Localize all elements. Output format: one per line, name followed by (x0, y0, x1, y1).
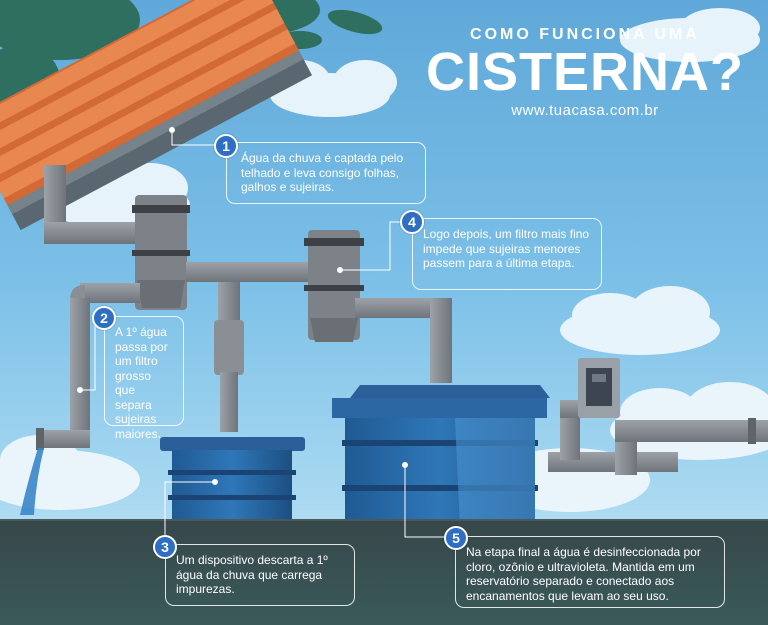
step-4-badge: 4 (400, 210, 424, 234)
step-2-box: A 1º água passa por um filtro grosso que… (104, 316, 184, 441)
fine-filter (304, 230, 364, 342)
step-1-box: Água da chuva é captada pelo telhado e l… (226, 142, 426, 204)
step-4-box: Logo depois, um filtro mais fino impede … (412, 218, 602, 290)
step-4-text: Logo depois, um filtro mais fino impede … (423, 227, 590, 270)
roof (0, 0, 313, 231)
downpipe (44, 165, 66, 240)
main-cistern (332, 385, 550, 528)
step-2-badge: 2 (92, 306, 116, 330)
coarse-filter (132, 195, 190, 310)
pretitle: COMO FUNCIONA UMA (470, 26, 700, 43)
water-stream (20, 448, 44, 515)
step-5-box: Na etapa final a água é desinfeccionada … (455, 536, 725, 608)
step-3-badge: 3 (153, 535, 177, 559)
page-title: CISTERNA? (426, 42, 744, 102)
step-3-box: Um dispositivo descarta a 1º água da chu… (165, 544, 355, 606)
step-3-text: Um dispositivo descarta a 1º água da chu… (176, 553, 328, 596)
step-2-text: A 1º água passa por um filtro grosso que… (115, 325, 168, 441)
step-1-badge: 1 (214, 134, 238, 158)
step-1-text: Água da chuva é captada pelo telhado e l… (241, 151, 404, 194)
website-link[interactable]: www.tuacasa.com.br (511, 102, 659, 119)
step-5-text: Na etapa final a água é desinfeccionada … (466, 545, 701, 603)
first-flush-tank (160, 437, 305, 525)
step-5-badge: 5 (444, 526, 468, 550)
uv-device (578, 358, 620, 418)
